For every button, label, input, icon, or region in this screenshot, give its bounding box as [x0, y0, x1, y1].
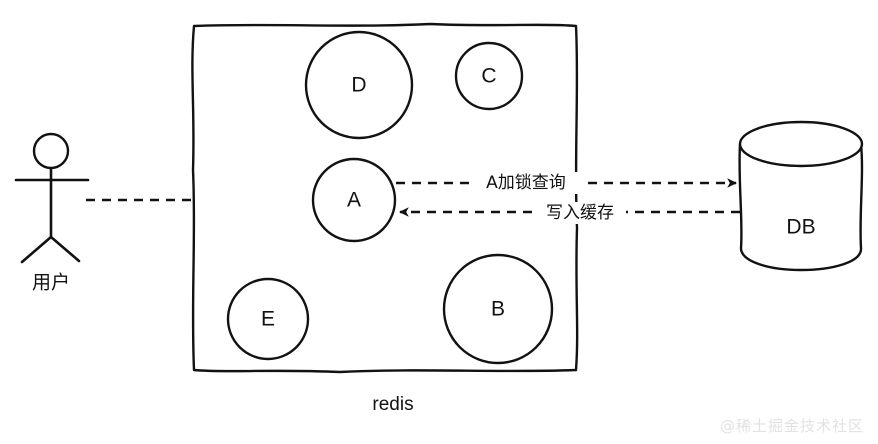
actor-head-icon [32, 132, 70, 170]
actor-label: 用户 [32, 272, 70, 294]
user-actor: 用户 [14, 132, 90, 294]
redis-node-c: C [454, 41, 524, 111]
edge-db-to-a-label: 写入缓存 [546, 203, 614, 223]
db-cylinder-label: DB [786, 216, 815, 239]
node-label-e: E [261, 308, 275, 331]
edge-a-to-db-label: A加锁查询 [486, 173, 566, 193]
watermark: @稀土掘金技术社区 [719, 417, 864, 435]
node-circle-c [454, 41, 524, 111]
actor-legs-icon [20, 235, 81, 264]
node-circle-b [442, 253, 554, 365]
node-circle-d [304, 30, 414, 140]
redis-node-a: A [311, 157, 397, 243]
redis-node-b: B [442, 253, 554, 365]
db-cylinder-body [738, 142, 864, 272]
node-label-b: B [491, 298, 505, 321]
redis-container-label: redis [372, 394, 413, 415]
db-cylinder: DB [738, 120, 864, 272]
edge-db-to-a-label-bg [534, 202, 626, 224]
node-circle-a [311, 157, 397, 243]
edge-a-to-db-label-bg [470, 172, 582, 194]
node-circle-e [226, 277, 310, 361]
edge-a-to-db: A加锁查询 [396, 172, 738, 194]
edge-db-to-a: 写入缓存 [398, 202, 740, 224]
redis-node-d: D [304, 30, 414, 140]
node-label-a: A [347, 189, 361, 212]
node-label-c: C [481, 65, 496, 88]
node-label-d: D [351, 74, 366, 97]
redis-node-e: E [226, 277, 310, 361]
db-cylinder-top [738, 120, 864, 168]
